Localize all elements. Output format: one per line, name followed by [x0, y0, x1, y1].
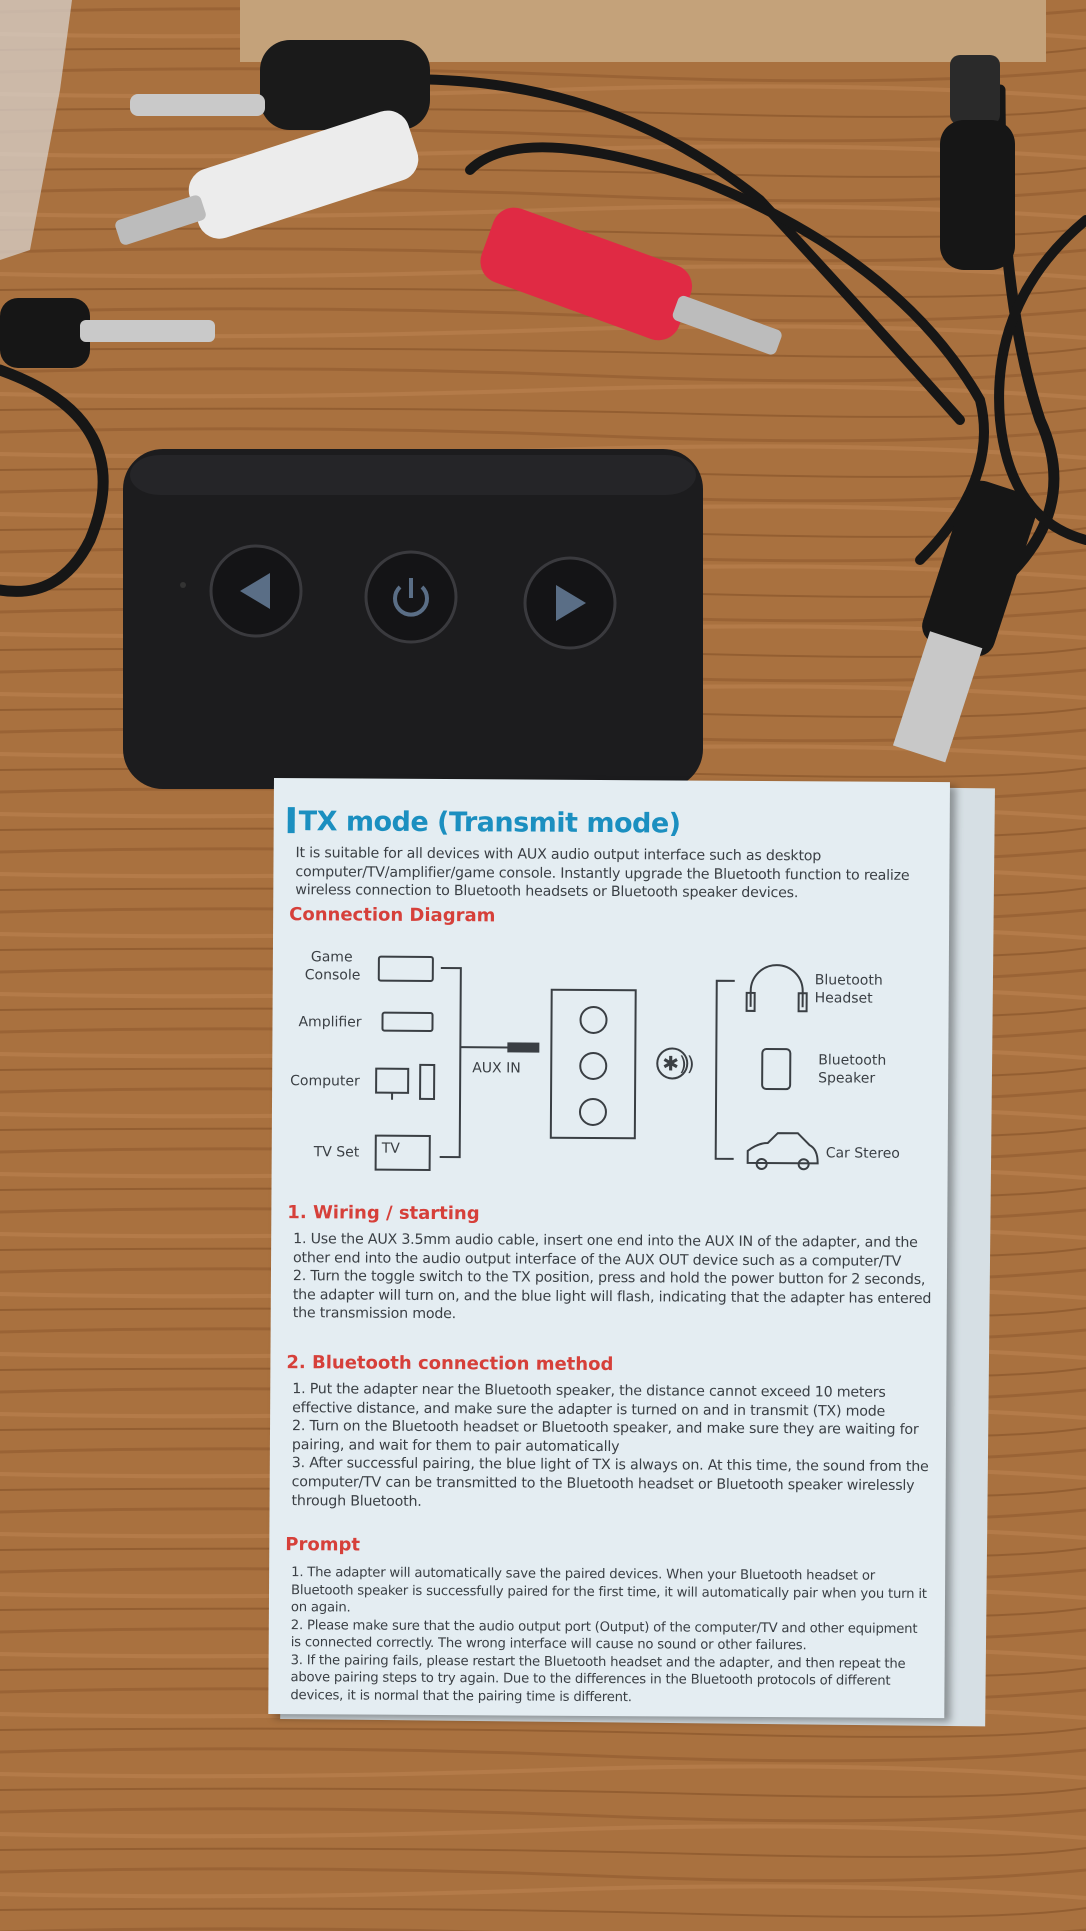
- speaker-icon: [761, 1048, 792, 1091]
- previous-button[interactable]: [209, 544, 303, 638]
- section-heading: 2. Bluetooth connection method: [286, 1352, 614, 1376]
- tv-icon-text: TV: [381, 1141, 401, 1157]
- headphones-icon: [745, 964, 808, 1013]
- section-body: 1. Use the AUX 3.5mm audio cable, insert…: [293, 1230, 934, 1327]
- label-bluetooth-headset-2: Headset: [815, 990, 874, 1006]
- usb-a-plug: [892, 480, 1037, 763]
- label-amplifier: Amplifier: [298, 1014, 361, 1030]
- connection-diagram: Game Console Amplifier Computer TV Set T…: [290, 949, 900, 1171]
- white-rca-plug: [115, 110, 419, 245]
- instruction-manual: TX mode (Transmit mode) It is suitable f…: [268, 778, 950, 1719]
- section-body: 1. The adapter will automatically save t…: [290, 1564, 931, 1708]
- label-computer: Computer: [290, 1073, 360, 1089]
- step: 2. Turn the toggle switch to the TX posi…: [292, 1268, 932, 1323]
- label-console: Console: [305, 967, 361, 983]
- adapter-diagram: [549, 988, 637, 1140]
- power-icon: [393, 578, 429, 617]
- led-indicator: [180, 582, 186, 588]
- section-heading: Prompt: [285, 1534, 361, 1556]
- bluetooth-icon: ✱)): [662, 1051, 695, 1075]
- previous-icon: [240, 573, 270, 609]
- section-heading: 1. Wiring / starting: [287, 1202, 480, 1225]
- label-bluetooth-speaker-2: Speaker: [818, 1070, 875, 1086]
- label-car-stereo: Car Stereo: [826, 1145, 900, 1161]
- car-icon: [746, 1132, 819, 1171]
- step: 2. Turn on the Bluetooth headset or Blue…: [291, 1418, 919, 1455]
- step: 3. If the pairing fails, please restart …: [290, 1652, 906, 1705]
- next-button[interactable]: [523, 556, 617, 650]
- source-bracket: [439, 967, 462, 1159]
- step: 3. After successful pairing, the blue li…: [291, 1455, 929, 1510]
- target-bracket: [714, 979, 735, 1160]
- section-body: 1. Put the adapter near the Bluetooth sp…: [292, 1380, 933, 1514]
- step: 2. Please make sure that the audio outpu…: [290, 1617, 918, 1654]
- aux-cable-plug: [130, 40, 430, 130]
- label-game: Game: [311, 949, 353, 965]
- label-bluetooth-headset-1: Bluetooth: [815, 972, 883, 988]
- aux-plug-left: [0, 298, 215, 368]
- step: 1. Use the AUX 3.5mm audio cable, insert…: [293, 1231, 918, 1270]
- label-aux-in: AUX IN: [472, 1060, 521, 1076]
- aux-plug-icon: [507, 1042, 540, 1053]
- red-rca-plug: [480, 207, 782, 355]
- label-tv-set: TV Set: [313, 1144, 360, 1160]
- amplifier-icon: [381, 1011, 434, 1032]
- step: 1. The adapter will automatically save t…: [290, 1565, 927, 1616]
- label-bluetooth-speaker-1: Bluetooth: [818, 1052, 886, 1068]
- computer-icon: [375, 1063, 436, 1100]
- usb-c-plug: [940, 55, 1015, 270]
- next-icon: [556, 585, 586, 621]
- tv-icon: [374, 1134, 431, 1171]
- game-console-icon: [377, 955, 434, 982]
- step: 1. Put the adapter near the Bluetooth sp…: [292, 1381, 886, 1420]
- power-button[interactable]: [364, 550, 458, 644]
- plastic-bag: [0, 0, 72, 260]
- bluetooth-adapter: [123, 449, 703, 789]
